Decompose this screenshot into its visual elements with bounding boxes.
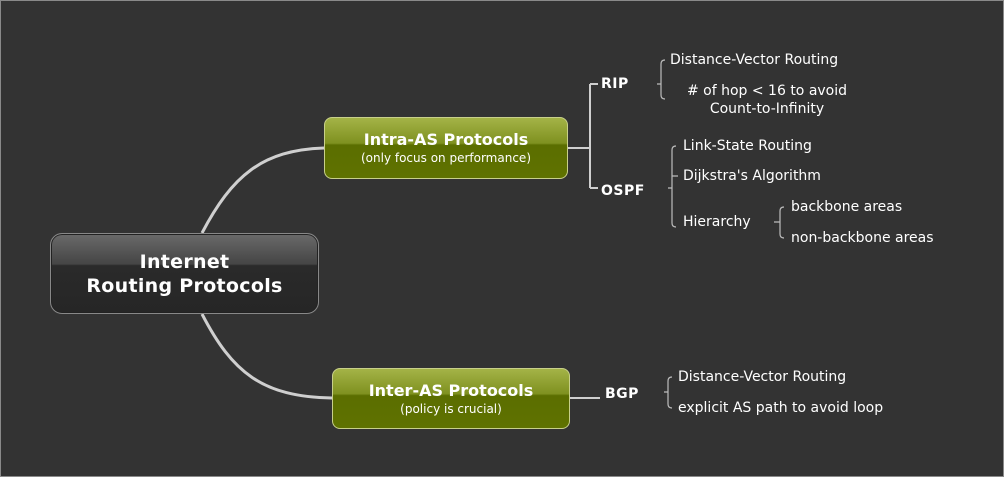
hierarchy-item-backbone[interactable]: backbone areas [791, 199, 903, 215]
bracket-hierarchy [774, 206, 785, 239]
inter-as-subtitle: (policy is crucial) [400, 401, 502, 416]
intra-as-node[interactable]: Intra-AS Protocols (only focus on perfor… [324, 117, 568, 179]
rip-item-count-to-infinity[interactable]: Count-to-Infinity [709, 101, 825, 117]
link-root-intra [200, 146, 325, 234]
bracket-bgp [664, 376, 673, 409]
ospf-item-hierarchy[interactable]: Hierarchy [683, 214, 751, 230]
rip-item-distance-vector[interactable]: Distance-Vector Routing [670, 52, 839, 68]
bgp-item-distance-vector[interactable]: Distance-Vector Routing [678, 369, 847, 385]
bracket-rip [657, 59, 666, 100]
root-title-line1: Internet [139, 250, 230, 273]
bracket-ospf [668, 145, 678, 228]
root-node[interactable]: Internet Routing Protocols [50, 233, 319, 314]
rip-label[interactable]: RIP [601, 76, 629, 92]
ospf-label[interactable]: OSPF [601, 183, 645, 199]
root-title-line2: Routing Protocols [86, 274, 283, 297]
ospf-item-link-state[interactable]: Link-State Routing [683, 138, 812, 154]
bgp-label[interactable]: BGP [605, 386, 639, 402]
bgp-item-explicit-path[interactable]: explicit AS path to avoid loop [678, 400, 884, 416]
link-root-inter [200, 313, 333, 400]
intra-as-title: Intra-AS Protocols [363, 130, 529, 149]
intra-as-subtitle: (only focus on performance) [360, 151, 531, 165]
ospf-item-dijkstra[interactable]: Dijkstra's Algorithm [683, 168, 821, 184]
rip-item-hop-limit[interactable]: # of hop < 16 to avoid [686, 83, 848, 99]
inter-as-title: Inter-AS Protocols [368, 380, 534, 400]
hierarchy-item-non-backbone[interactable]: non-backbone areas [791, 230, 934, 246]
link-intra-protocols [568, 83, 598, 189]
inter-as-node[interactable]: Inter-AS Protocols (policy is crucial) [332, 368, 570, 429]
